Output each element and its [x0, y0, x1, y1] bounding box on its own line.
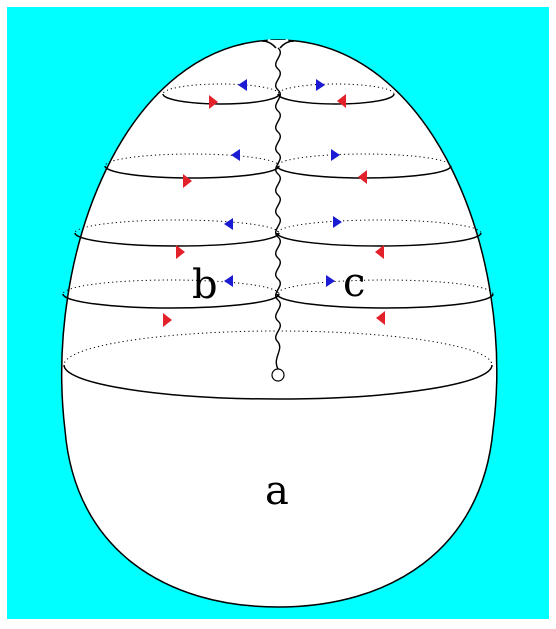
label-b: b	[192, 262, 218, 308]
label-a: a	[265, 468, 289, 514]
label-c: c	[343, 260, 365, 306]
seam-end-circle	[272, 369, 284, 381]
